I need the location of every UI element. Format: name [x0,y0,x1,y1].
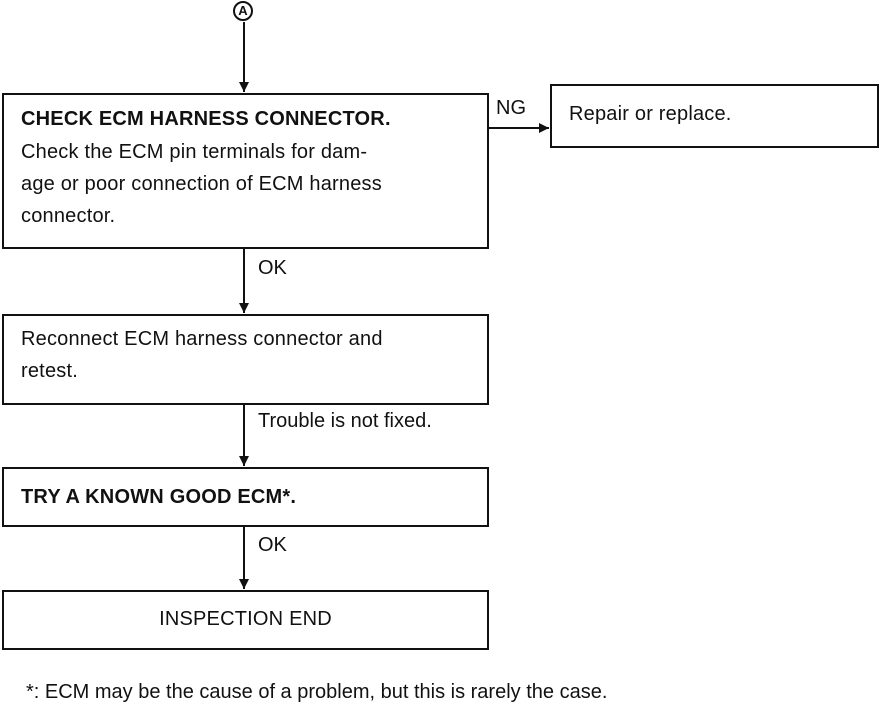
inspection-end-text: INSPECTION END [159,608,332,630]
repair-replace-text: Repair or replace. [569,103,732,125]
reconnect-retest-box: Reconnect ECM harness connector and rete… [2,314,489,405]
repair-replace-box: Repair or replace. [550,84,879,148]
try-known-good-ecm-box: TRY A KNOWN GOOD ECM*. [2,467,489,527]
ng-label: NG [496,97,526,119]
try-known-good-ecm-title: TRY A KNOWN GOOD ECM*. [21,486,297,508]
inspection-end-box: INSPECTION END [2,590,489,650]
reconnect-retest-line-1: Reconnect ECM harness connector and [21,328,383,350]
check-ecm-harness-line-3: connector. [21,205,116,227]
check-ecm-harness-line-2: age or poor connection of ECM harness [21,173,382,195]
check-ecm-harness-title: CHECK ECM HARNESS CONNECTOR. [21,108,391,130]
not-fixed-label: Trouble is not fixed. [258,410,432,432]
footnote: *: ECM may be the cause of a problem, bu… [26,681,608,703]
start-connector-a: A [233,1,253,21]
check-ecm-harness-box: CHECK ECM HARNESS CONNECTOR. Check the E… [2,93,489,249]
ok-label-2: OK [258,534,287,556]
ok-label-1: OK [258,257,287,279]
check-ecm-harness-line-1: Check the ECM pin terminals for dam- [21,141,368,163]
reconnect-retest-line-2: retest. [21,360,78,382]
